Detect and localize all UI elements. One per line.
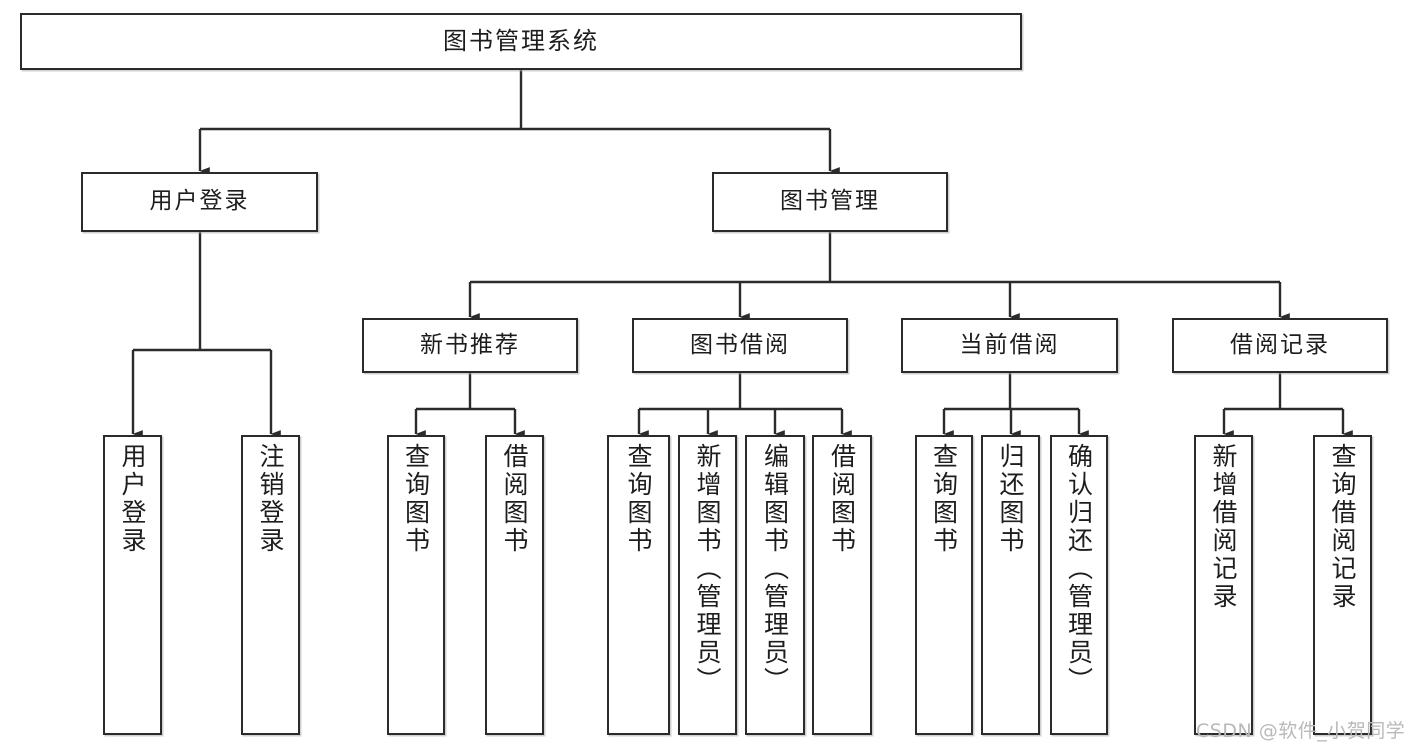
node-leaf-borrow-book-2[interactable]: 借阅图书 bbox=[812, 435, 872, 735]
node-label-user-login: 用户登录 bbox=[149, 188, 250, 215]
node-label-book-borrow: 图书借阅 bbox=[690, 331, 790, 358]
node-label-leaf-add-book: 新增图书（管理员） bbox=[693, 443, 722, 695]
node-leaf-edit-book[interactable]: 编辑图书（管理员） bbox=[745, 435, 805, 735]
node-root[interactable]: 图书管理系统 bbox=[20, 13, 1022, 70]
watermark-text: CSDN @软件_小贺同学 bbox=[1196, 720, 1405, 742]
node-label-leaf-confirm-return: 确认归还（管理员） bbox=[1064, 443, 1094, 695]
node-label-leaf-query-record: 查询借阅记录 bbox=[1328, 443, 1357, 611]
node-leaf-query-book-2[interactable]: 查询图书 bbox=[607, 435, 670, 735]
node-user-login[interactable]: 用户登录 bbox=[81, 172, 318, 232]
node-leaf-add-book[interactable]: 新增图书（管理员） bbox=[678, 435, 737, 735]
node-label-leaf-query-book-3: 查询图书 bbox=[929, 443, 959, 555]
node-label-leaf-query-book-2: 查询图书 bbox=[624, 443, 653, 555]
node-label-leaf-borrow-book-1: 借阅图书 bbox=[500, 443, 529, 555]
node-label-borrow-record: 借阅记录 bbox=[1230, 331, 1330, 358]
node-new-book-rec[interactable]: 新书推荐 bbox=[362, 318, 578, 373]
node-leaf-user-login[interactable]: 用户登录 bbox=[103, 435, 162, 735]
node-leaf-add-record[interactable]: 新增借阅记录 bbox=[1194, 435, 1253, 735]
node-borrow-record[interactable]: 借阅记录 bbox=[1172, 318, 1388, 373]
node-label-leaf-borrow-book-2: 借阅图书 bbox=[827, 443, 857, 555]
node-leaf-query-record[interactable]: 查询借阅记录 bbox=[1313, 435, 1372, 735]
node-leaf-query-book-3[interactable]: 查询图书 bbox=[915, 435, 973, 735]
node-book-manage[interactable]: 图书管理 bbox=[712, 172, 948, 232]
node-book-borrow[interactable]: 图书借阅 bbox=[632, 318, 848, 373]
node-leaf-query-book-1[interactable]: 查询图书 bbox=[387, 435, 445, 735]
node-current-borrow[interactable]: 当前借阅 bbox=[901, 318, 1118, 373]
node-label-leaf-user-login: 用户登录 bbox=[118, 443, 147, 555]
node-label-new-book-rec: 新书推荐 bbox=[420, 331, 520, 358]
node-label-leaf-edit-book: 编辑图书（管理员） bbox=[760, 443, 790, 695]
node-leaf-logout[interactable]: 注销登录 bbox=[241, 435, 300, 735]
node-leaf-confirm-return[interactable]: 确认归还（管理员） bbox=[1050, 435, 1108, 735]
node-leaf-borrow-book-1[interactable]: 借阅图书 bbox=[485, 435, 544, 735]
node-label-leaf-query-book-1: 查询图书 bbox=[401, 443, 431, 555]
node-label-root: 图书管理系统 bbox=[443, 27, 599, 56]
node-label-current-borrow: 当前借阅 bbox=[959, 331, 1060, 358]
node-label-leaf-return-book: 归还图书 bbox=[996, 443, 1025, 555]
node-label-book-manage: 图书管理 bbox=[780, 188, 880, 215]
node-label-leaf-add-record: 新增借阅记录 bbox=[1209, 443, 1238, 611]
node-leaf-return-book[interactable]: 归还图书 bbox=[981, 435, 1040, 735]
node-label-leaf-logout: 注销登录 bbox=[256, 443, 285, 555]
